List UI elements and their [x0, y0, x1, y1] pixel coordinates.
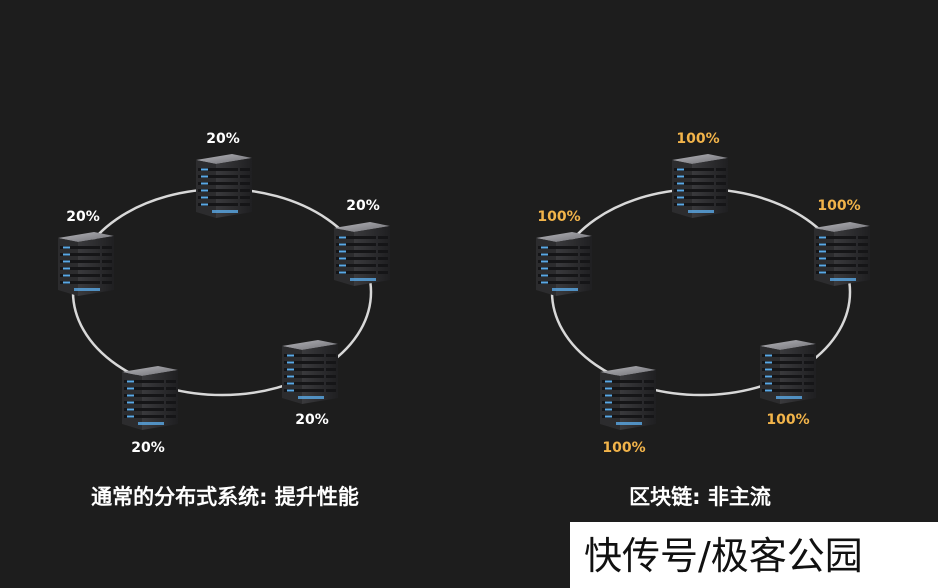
- server-node-bottom-right: [276, 332, 340, 406]
- server-node-left: [530, 224, 594, 298]
- node-load-label: 20%: [66, 209, 100, 225]
- server-node-right: [328, 214, 392, 288]
- server-node-bottom-right: [754, 332, 818, 406]
- node-load-label: 20%: [346, 198, 380, 214]
- server-rack-icon: [334, 222, 390, 286]
- server-rack-icon: [760, 340, 816, 404]
- node-load-label: 20%: [206, 131, 240, 147]
- node-load-label: 100%: [537, 209, 581, 225]
- server-rack-icon: [122, 366, 178, 430]
- server-rack-icon: [672, 154, 728, 218]
- server-rack-icon: [536, 232, 592, 296]
- server-rack-icon: [58, 232, 114, 296]
- server-rack-icon: [814, 222, 870, 286]
- server-node-right: [808, 214, 872, 288]
- server-node-top: [666, 146, 730, 220]
- server-rack-icon: [282, 340, 338, 404]
- server-rack-icon: [600, 366, 656, 430]
- server-node-left: [52, 224, 116, 298]
- server-node-bottom-left: [116, 358, 180, 432]
- caption-distributed-system: 通常的分布式系统: 提升性能: [91, 485, 359, 509]
- caption-blockchain: 区块链: 非主流: [629, 485, 771, 509]
- node-load-label: 20%: [131, 440, 165, 456]
- server-node-top: [190, 146, 254, 220]
- watermark-text: 快传号/极客公园: [584, 534, 863, 578]
- server-node-bottom-left: [594, 358, 658, 432]
- server-rack-icon: [196, 154, 252, 218]
- node-load-label: 100%: [676, 131, 720, 147]
- node-load-label: 100%: [602, 440, 646, 456]
- watermark-background: [570, 522, 938, 588]
- node-load-label: 20%: [295, 412, 329, 428]
- node-load-label: 100%: [766, 412, 810, 428]
- node-load-label: 100%: [817, 198, 861, 214]
